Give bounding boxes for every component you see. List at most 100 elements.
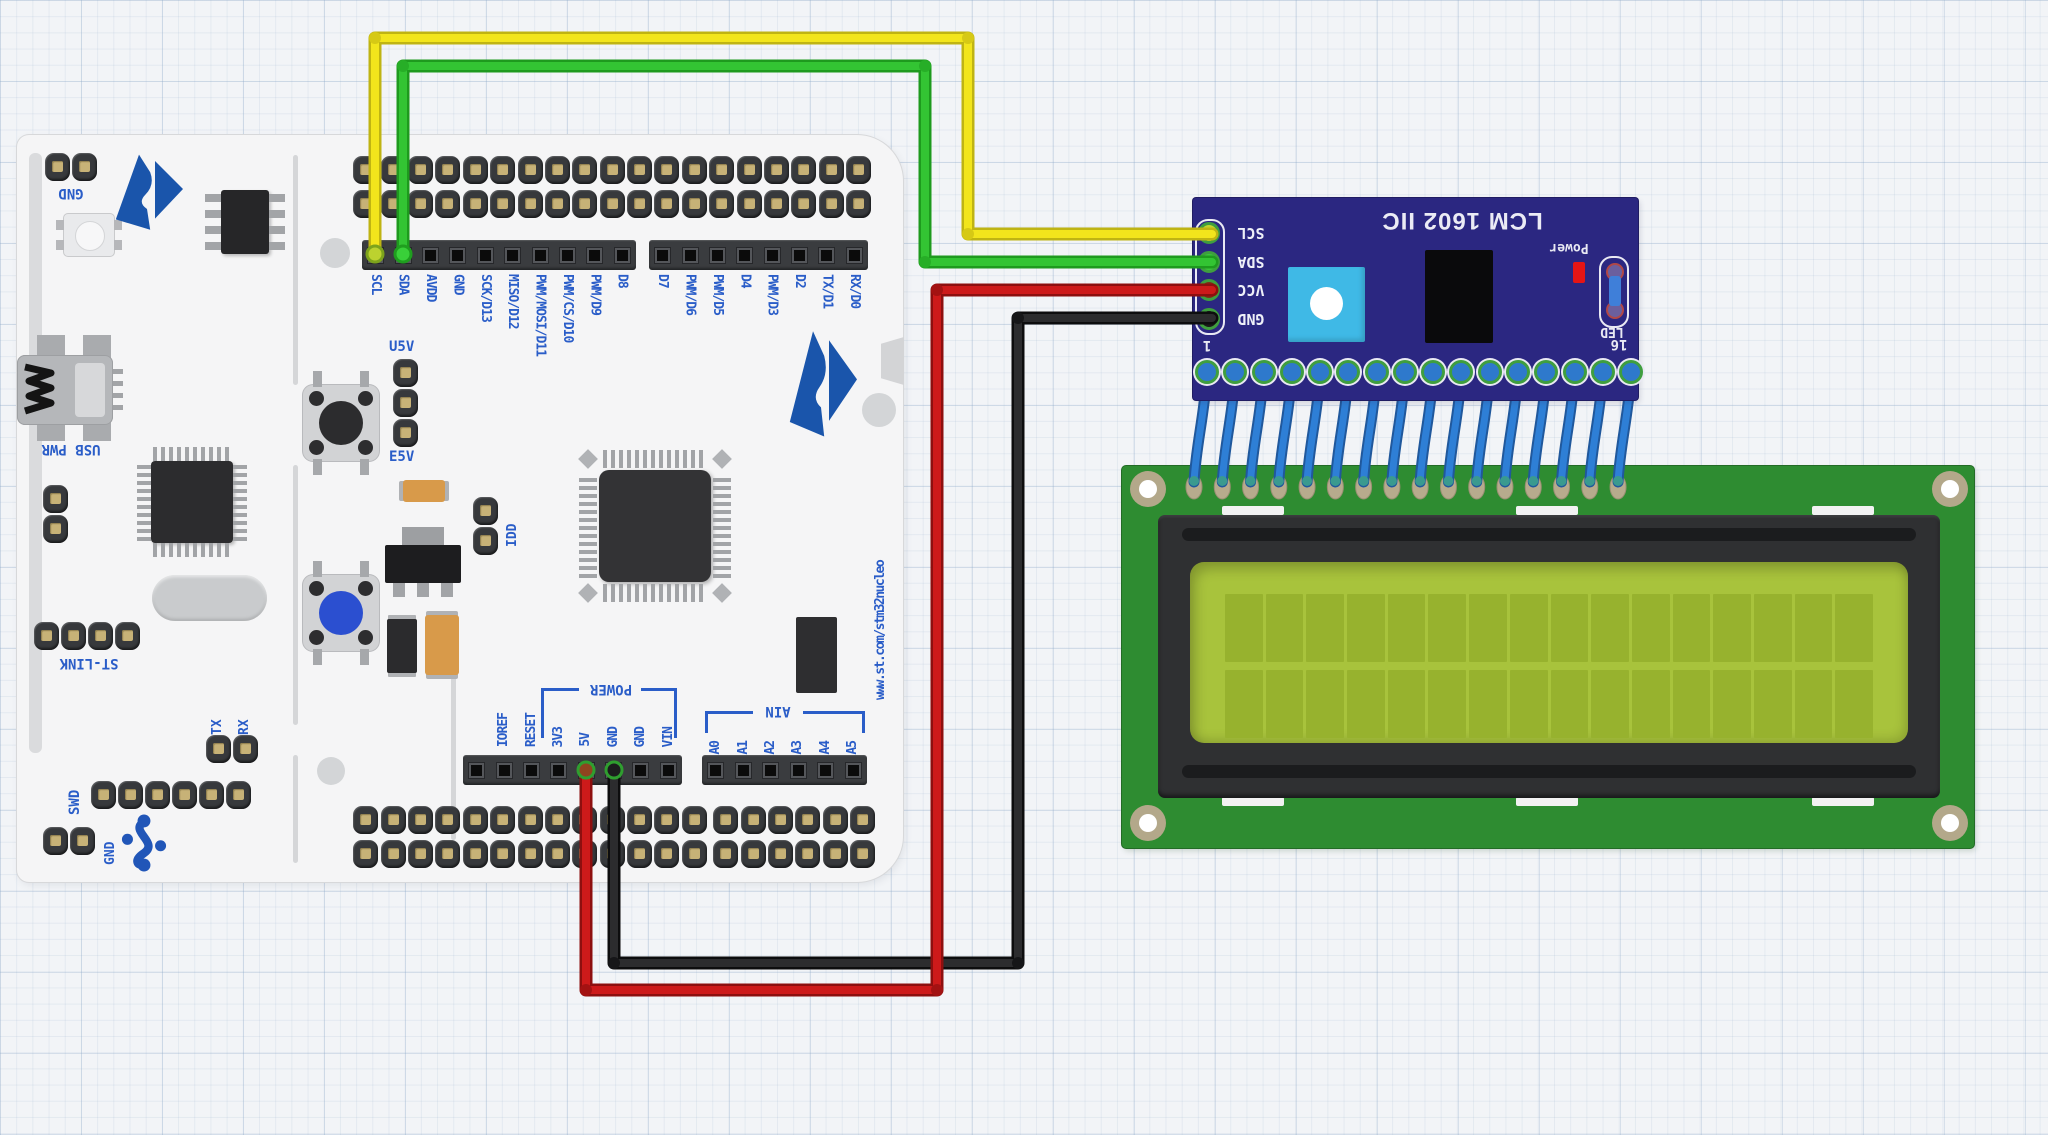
two-pin-header[interactable]	[43, 485, 68, 543]
swd-header[interactable]	[91, 781, 251, 809]
pin-label: PWM/D6	[682, 274, 698, 315]
pin-label: 3V3	[550, 726, 566, 747]
pin-label: PWM/D9	[587, 274, 603, 315]
pin-label: A4	[817, 741, 833, 755]
pin-label: SDA	[395, 274, 411, 295]
digital-header-left[interactable]	[362, 240, 636, 270]
module-pin-15[interactable]	[1590, 360, 1615, 384]
lcd-bezel	[1158, 515, 1940, 798]
pin-label: GND	[633, 726, 649, 747]
morpho-header-bottom-left[interactable]	[352, 806, 708, 868]
power-header[interactable]	[463, 755, 682, 785]
mini-usb-connector	[17, 335, 123, 443]
pin-label: PWM/CS/D10	[559, 274, 575, 343]
i2c-expander-chip	[1425, 250, 1493, 343]
module-pad-scl[interactable]	[1198, 222, 1220, 244]
module-pin-9[interactable]	[1421, 360, 1446, 384]
module-pad-label: VCC	[1237, 281, 1265, 299]
pin-label: RX/D0	[846, 274, 862, 309]
pin-label: A2	[762, 741, 778, 755]
module-pin-11[interactable]	[1477, 360, 1502, 384]
reset-button[interactable]	[303, 561, 379, 665]
lcd-screen	[1190, 562, 1908, 743]
module-pin-2[interactable]	[1223, 360, 1248, 384]
analog-pin-labels: A0 A1 A2 A3 A4 A5	[702, 715, 867, 755]
module-pad-label: SCL	[1237, 224, 1265, 242]
lcd-mounting-hole	[1130, 805, 1166, 841]
module-pad-label: GND	[1237, 309, 1265, 328]
module-pin-5[interactable]	[1308, 360, 1333, 384]
pin-label: MISO/D12	[505, 274, 521, 329]
pin-label: AVDD	[422, 274, 438, 302]
module-pin-row[interactable]	[1193, 359, 1644, 389]
u5v-e5v-jumper[interactable]	[393, 359, 418, 447]
module-pin-10[interactable]	[1449, 360, 1474, 384]
usb-pwr-label: USB PWR	[41, 441, 101, 457]
pin-label: PWM/D3	[764, 274, 780, 315]
module-title: LCM 1602 IIC	[1381, 207, 1543, 234]
module-pin-4[interactable]	[1279, 360, 1304, 384]
st-url-label: www.st.com/stm32nucleo	[873, 560, 888, 700]
tx-rx-header[interactable]	[206, 735, 258, 763]
pin-label: A5	[845, 741, 861, 755]
lcd-character-grid	[1225, 594, 1873, 738]
morpho-header-bottom-right[interactable]	[712, 806, 876, 868]
pin1-label: 1	[1202, 337, 1212, 353]
st-logo-icon	[789, 329, 861, 441]
pin-label: RESET	[523, 712, 539, 747]
idd-jumper[interactable]	[473, 497, 498, 555]
led-jumper-cap[interactable]	[1609, 276, 1621, 306]
module-pin-1[interactable]	[1195, 360, 1219, 384]
gnd-top-label: GND	[58, 185, 84, 201]
module-pin-16[interactable]	[1619, 360, 1644, 384]
pin16-label: 16	[1610, 336, 1628, 352]
morpho-header-top[interactable]	[352, 156, 872, 218]
pin-label: A3	[790, 741, 806, 755]
lcd1602-display[interactable]	[1122, 466, 1974, 848]
lcd-mounting-hole	[1932, 471, 1968, 507]
module-pad-sda[interactable]	[1198, 250, 1220, 273]
stm32-nucleo-board[interactable]: GND	[17, 135, 904, 882]
e5v-label: E5V	[389, 449, 415, 465]
capacitor	[403, 480, 445, 502]
pin-label: IOREF	[496, 712, 512, 747]
smd-component	[796, 617, 837, 693]
module-pin-14[interactable]	[1562, 360, 1587, 384]
soic8-chip	[205, 190, 285, 254]
module-pad-label: SDA	[1237, 252, 1265, 271]
module-pin-6[interactable]	[1336, 360, 1361, 384]
stlink-header[interactable]	[34, 622, 140, 650]
gnd-bottom-header[interactable]	[43, 827, 95, 855]
module-pin-12[interactable]	[1505, 360, 1530, 384]
pin-label: A0	[708, 741, 724, 755]
user-button[interactable]	[303, 371, 379, 475]
idd-label: IDD	[505, 523, 520, 547]
board-seam	[293, 465, 298, 725]
stlink-mcu-chip	[137, 447, 247, 557]
module-pin-13[interactable]	[1534, 360, 1559, 384]
led-jumper-silk	[1599, 256, 1629, 328]
gnd-top-header[interactable]	[45, 153, 97, 181]
stlink-label: ST-LINK	[59, 655, 119, 671]
board-notch	[881, 337, 904, 385]
pin-label: SCK/D13	[477, 274, 493, 322]
digital-header-right[interactable]	[649, 240, 868, 270]
module-pin-7[interactable]	[1364, 360, 1389, 384]
voltage-regulator	[385, 527, 461, 597]
analog-header[interactable]	[702, 755, 867, 785]
board-seam	[451, 630, 456, 840]
module-pin-3[interactable]	[1251, 360, 1276, 384]
module-pad-gnd[interactable]	[1198, 307, 1220, 330]
module-pin-8[interactable]	[1392, 360, 1417, 384]
status-led	[56, 213, 122, 257]
contrast-potentiometer[interactable]	[1288, 267, 1365, 342]
crystal-oscillator	[152, 575, 267, 621]
molecule-icon	[121, 813, 167, 873]
pin-label: 5V	[578, 733, 594, 747]
pin-label: A1	[735, 741, 751, 755]
module-pad-vcc[interactable]	[1198, 279, 1220, 301]
